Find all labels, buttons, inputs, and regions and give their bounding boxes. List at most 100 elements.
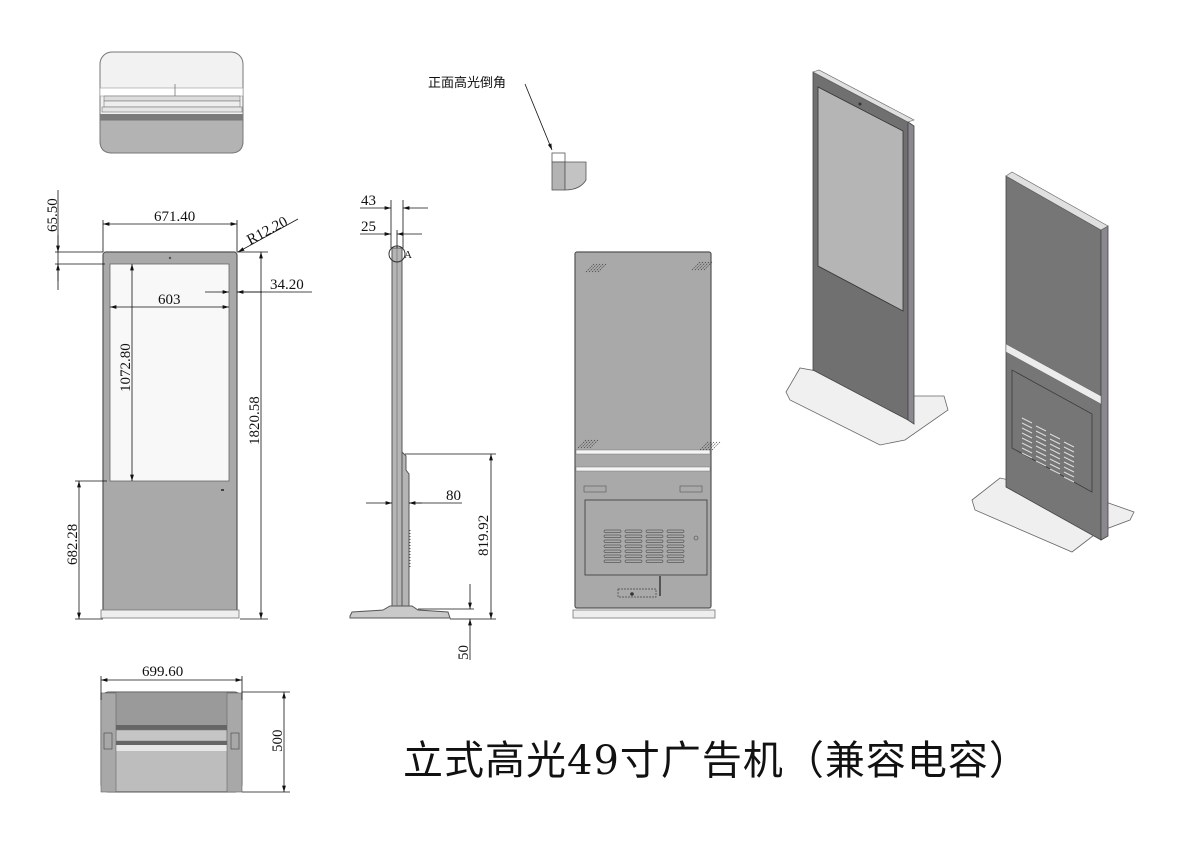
iso-vent-slot [1035,430,1047,437]
iso-vent-slot [1035,440,1047,447]
hatch-line [694,261,704,271]
iso-vent-slot [1063,466,1075,473]
iso-vent-slot [1021,432,1033,439]
iso-vent-slot [1063,446,1075,453]
hatch-line [703,261,713,271]
iso-vent-slot [1049,468,1061,475]
dim-overall-width: 671.40 [154,209,195,225]
dim-side-bezel: 34.20 [270,277,304,293]
vent-slot [666,539,685,543]
chamfer-note: 正面高光倒角 [428,75,506,91]
iso-vent-slot [1049,463,1061,470]
front-dimensions [55,190,312,620]
rear-vent-grille [603,529,685,563]
iso-vent-slot [1021,452,1033,459]
dim-corner-radius: R12.20 [244,214,290,249]
hatch-line [705,441,715,451]
vent-slot [603,549,622,553]
hatch-line [586,439,596,449]
vent-slot [624,549,643,553]
dim-lower-body-height: 819.92 [476,515,492,556]
iso-vent-slot [1063,471,1075,478]
drawing-title: 立式高光49寸广告机（兼容电容） [403,738,1030,784]
chamfer-callout [524,83,587,191]
vent-slot [624,539,643,543]
isometric-front-view [785,69,949,446]
dim-base-height: 50 [456,645,472,660]
iso-vent-slot [1035,445,1047,452]
hatch-line [577,439,587,449]
hatch-line [711,441,721,451]
iso-vent-slot [1035,460,1047,467]
hatch-line [691,261,701,271]
hatch-line [702,441,712,451]
iso-vent-slot [1035,450,1047,457]
hatch-line [597,263,607,273]
iso-vent-slot [1035,455,1047,462]
top-view [99,51,244,154]
hatch-line [583,439,593,449]
vent-slot [645,549,664,553]
vent-slot [603,529,622,533]
iso-vent-slot [1063,476,1075,483]
vent-slot [624,554,643,558]
hatch-line [589,439,599,449]
iso-vent-slot [1063,461,1075,468]
vent-slot [666,549,685,553]
dim-overall-height: 1820.58 [247,396,263,445]
dim-top-thickness: 43 [361,193,376,209]
dim-lower-panel-height: 682.28 [65,524,81,565]
dim-screen-width: 603 [158,292,181,308]
iso-vent-slot [1049,448,1061,455]
iso-vent-slot [1021,417,1033,424]
vent-slot [666,559,685,563]
vent-slot [603,539,622,543]
iso-vent-slot [1021,422,1033,429]
vent-slot [645,559,664,563]
vent-slot [645,539,664,543]
rear-view [572,251,721,619]
vent-slot [666,554,685,558]
iso-vent-slot [1049,453,1061,460]
vent-slot [624,559,643,563]
iso-vent-slot [1049,438,1061,445]
vent-slot [603,554,622,558]
vent-slot [624,529,643,533]
side-view [349,245,451,619]
hatch-line [697,261,707,271]
iso-vent-slot [1049,433,1061,440]
side-dimensions [360,200,496,660]
vent-slot [603,534,622,538]
dim-screen-thickness: 25 [361,219,376,235]
dim-top-bezel: 65.50 [45,198,61,232]
iso-vent-slot [1063,451,1075,458]
vent-slot [624,534,643,538]
rear-corner-hatch [577,261,721,451]
iso-vent-slot [1063,456,1075,463]
iso-vent-slot [1035,435,1047,442]
iso-vent-slot [1049,458,1061,465]
vent-slot [645,554,664,558]
hatch-line [708,441,718,451]
vent-slot [624,544,643,548]
hatch-line [591,263,601,273]
front-view [100,251,240,619]
iso-vent-slot [1049,443,1061,450]
vent-slot [645,534,664,538]
iso-vent-slot [1035,425,1047,432]
hatch-line [700,261,710,271]
vent-slot [666,534,685,538]
hatch-line [580,439,590,449]
vent-slot [666,544,685,548]
iso-vent-slot [1021,447,1033,454]
hatch-line [594,263,604,273]
hatch-line [585,263,595,273]
isometric-rear-view [971,171,1135,553]
detail-marker-label: A [404,249,412,261]
dim-screen-height: 1072.80 [118,343,134,392]
hatch-line [588,263,598,273]
vent-slot [645,529,664,533]
vent-slot [666,529,685,533]
hatch-line [699,441,709,451]
